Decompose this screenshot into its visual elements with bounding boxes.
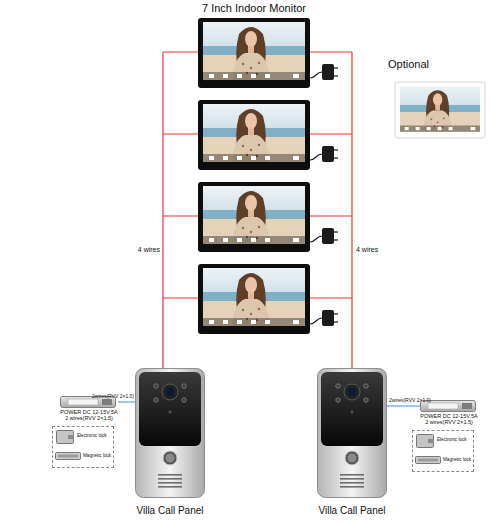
bus-wire xyxy=(310,215,352,216)
wire-label: 4 wires xyxy=(138,246,160,254)
indoor-monitor xyxy=(198,100,310,170)
lock-name: Magnetic lock xyxy=(443,457,475,462)
adapter-cable xyxy=(310,236,322,242)
monitor-frame xyxy=(198,182,310,252)
electronic-lock xyxy=(417,435,435,448)
bus-wire xyxy=(162,52,163,298)
bus-wire xyxy=(310,133,352,134)
lock-name: Electronic lock xyxy=(77,433,113,438)
indoor-monitor xyxy=(198,18,310,88)
adapter-body xyxy=(322,146,334,162)
power-supply-box: POWER DC 12-15V,5A2 wires(RVV 2×1.5) xyxy=(60,396,118,420)
bus-wire xyxy=(310,51,352,52)
wire-connector xyxy=(387,406,420,407)
indoor-monitor xyxy=(198,182,310,252)
adapter-prong xyxy=(334,231,338,233)
call-panel-box: Villa Call Panel xyxy=(317,368,387,498)
bus-wire xyxy=(163,133,198,134)
power-supply-box: POWER DC 12-15V,5A2 wires(RVV 2×1.5) xyxy=(420,400,478,424)
monitor-screen xyxy=(203,22,305,80)
group-title: 7 Inch Indoor Monitor xyxy=(184,2,324,14)
panel-name: Villa Call Panel xyxy=(115,505,225,516)
power-spec: POWER DC 12-15V,5A xyxy=(56,409,122,415)
power-adapter xyxy=(310,310,338,326)
lock-name: Magnetic lock xyxy=(83,453,115,458)
adapter-body xyxy=(322,64,334,80)
wire-connector xyxy=(310,298,352,368)
bus-wire xyxy=(163,51,198,52)
wire-connector xyxy=(118,402,135,403)
wire-label: 2wires(RVV 2×1.0) xyxy=(389,398,431,404)
call-panel xyxy=(136,369,205,498)
magnetic-lock xyxy=(416,457,441,464)
power-adapter xyxy=(310,228,338,244)
call-panel-box: Villa Call Panel xyxy=(135,368,205,498)
monitor-screen xyxy=(203,186,305,244)
adapter-prong xyxy=(334,239,338,241)
bus-wire xyxy=(163,215,198,216)
lock-box: Electronic lockMagnetic lock xyxy=(52,426,114,468)
lock-box: Electronic lockMagnetic lock xyxy=(412,430,474,472)
monitor-frame xyxy=(198,100,310,170)
optional-monitor xyxy=(395,82,485,138)
adapter-prong xyxy=(334,149,338,151)
power-adapter xyxy=(310,146,338,162)
wire-label: 2wires(RVV 2×1.0) xyxy=(92,394,134,400)
power-adapter xyxy=(310,64,338,80)
monitor-screen xyxy=(203,104,305,162)
power-spec: POWER DC 12-15V,5A xyxy=(416,413,482,419)
monitor-frame xyxy=(198,264,310,334)
magnetic-lock xyxy=(56,453,81,460)
adapter-cable xyxy=(310,72,322,78)
monitor-group: 7 Inch Indoor Monitor xyxy=(198,18,310,335)
adapter-body xyxy=(322,310,334,326)
adapter-cable xyxy=(310,154,322,160)
monitor-frame xyxy=(198,18,310,88)
wire-connector xyxy=(163,298,198,368)
adapter-prong xyxy=(334,75,338,77)
monitor-screen xyxy=(400,86,480,131)
call-panel xyxy=(318,369,387,498)
lock-name: Electronic lock xyxy=(437,437,473,442)
adapter-prong xyxy=(334,67,338,69)
monitor-frame xyxy=(395,82,485,138)
indoor-monitor xyxy=(198,264,310,334)
panel-name: Villa Call Panel xyxy=(297,505,407,516)
adapter-cable xyxy=(310,318,322,324)
monitor-screen xyxy=(203,268,305,326)
adapter-prong xyxy=(334,321,338,323)
wire-spec: 2 wires(RVV 2×1.5) xyxy=(416,419,482,425)
wire-label: 4 wires xyxy=(356,246,378,254)
note-label: Optional xyxy=(388,58,429,70)
electronic-lock xyxy=(57,431,75,444)
adapter-body xyxy=(322,228,334,244)
wire-spec: 2 wires(RVV 2×1.5) xyxy=(56,415,122,421)
monitor-bus-wires xyxy=(163,52,352,298)
adapter-prong xyxy=(334,157,338,159)
bus-wire xyxy=(351,52,352,298)
adapter-prong xyxy=(334,313,338,315)
